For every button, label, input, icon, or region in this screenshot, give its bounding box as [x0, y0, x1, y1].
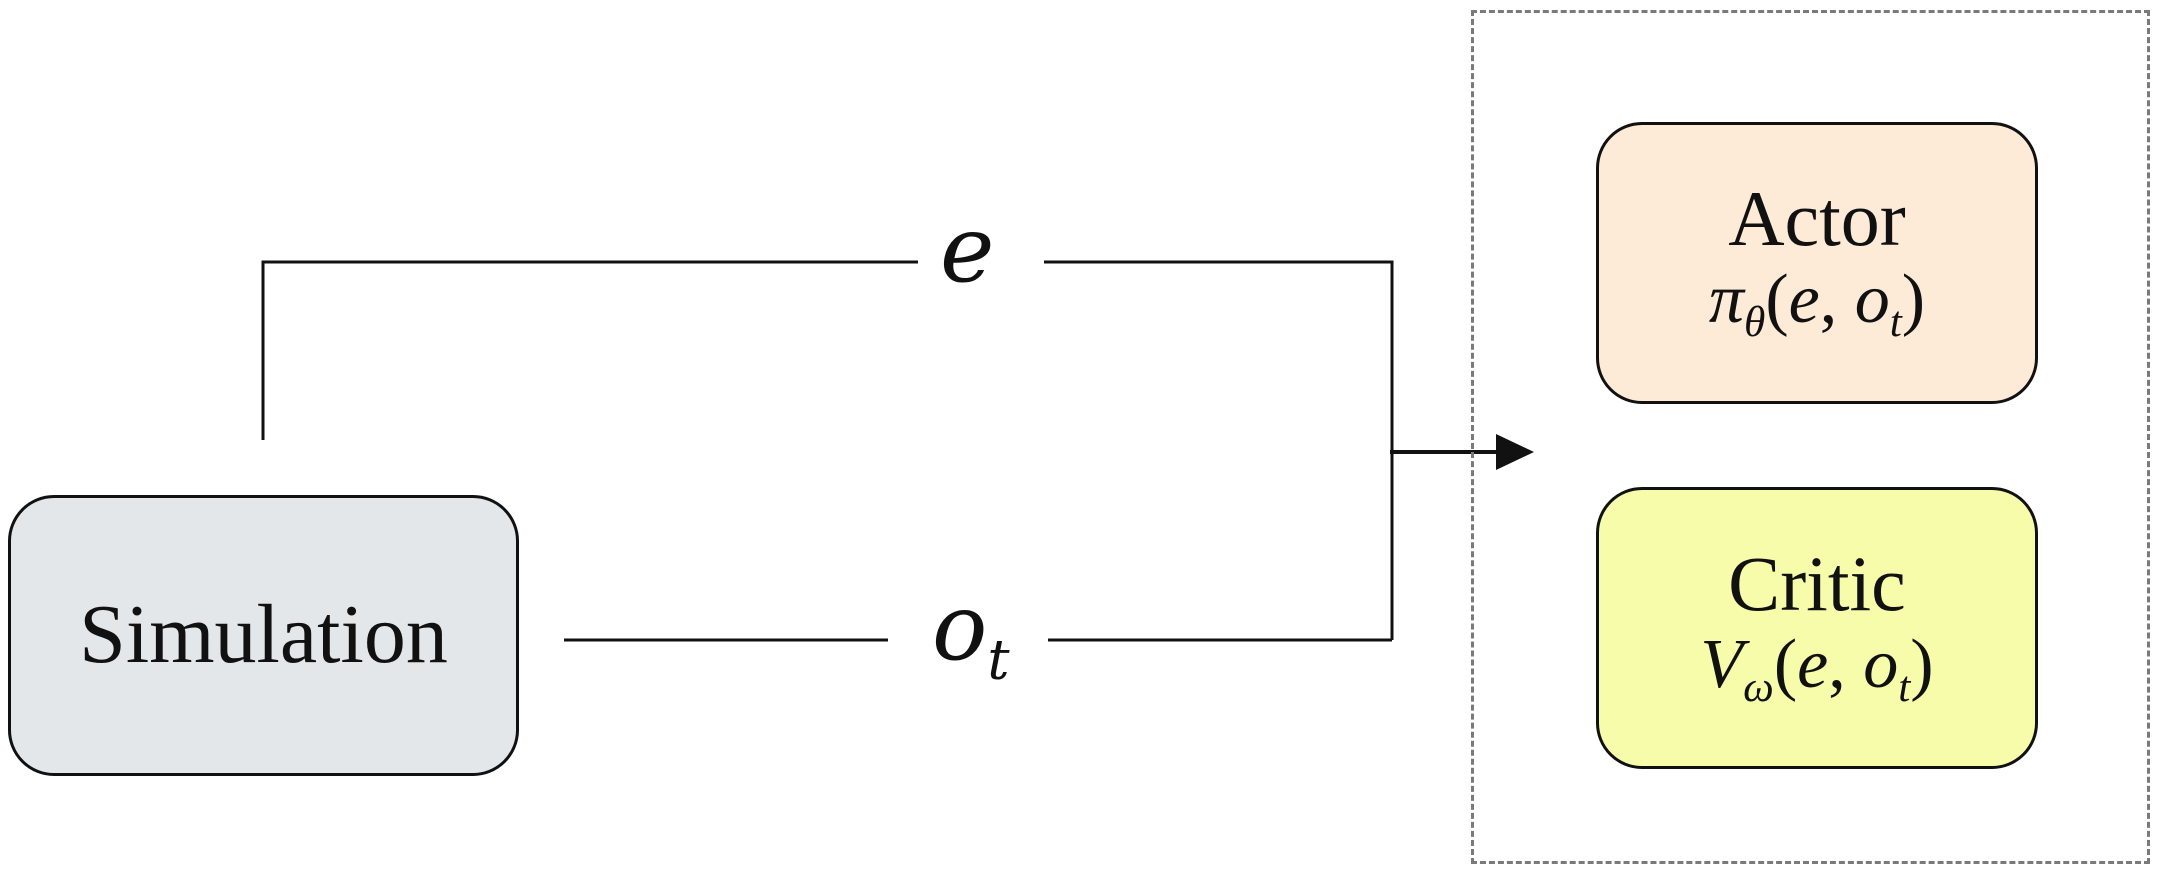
critic-label: Critic	[1728, 540, 1906, 628]
actor-arg-o: o	[1854, 261, 1890, 339]
actor-arg-e: e	[1788, 261, 1820, 339]
critic-node[interactable]: Critic Vω(e, ot)	[1596, 487, 2038, 769]
critic-arg-o: o	[1863, 626, 1899, 704]
obs-edge-symbol: o	[932, 574, 988, 681]
env-edge-label: e	[940, 196, 995, 303]
actor-formula: πθ(e, ot)	[1709, 260, 1925, 348]
critic-comma: ,	[1828, 626, 1864, 704]
obs-edge-label: ot	[932, 582, 1010, 689]
actor-func: π	[1708, 261, 1744, 339]
actor-comma: ,	[1819, 261, 1855, 339]
merge-arrow-head	[1496, 434, 1534, 470]
simulation-node[interactable]: Simulation	[8, 495, 519, 776]
critic-arg-o-sub: t	[1898, 662, 1911, 711]
agent-group-dashed-frame	[1471, 10, 2150, 864]
critic-close-paren: )	[1910, 626, 1934, 704]
obs-edge-sub: t	[987, 628, 1010, 693]
env-path-line	[261, 260, 1394, 640]
actor-node[interactable]: Actor πθ(e, ot)	[1596, 122, 2038, 404]
actor-open-paren: (	[1765, 261, 1789, 339]
critic-formula: Vω(e, ot)	[1700, 625, 1933, 713]
critic-func-sub: ω	[1743, 662, 1774, 711]
actor-arg-o-sub: t	[1889, 297, 1902, 346]
critic-open-paren: (	[1773, 626, 1798, 704]
actor-label: Actor	[1728, 175, 1906, 263]
simulation-label: Simulation	[79, 588, 448, 682]
actor-close-paren: )	[1901, 261, 1926, 339]
critic-arg-e: e	[1797, 626, 1829, 704]
actor-func-sub: θ	[1743, 297, 1766, 346]
critic-func: V	[1700, 626, 1744, 704]
